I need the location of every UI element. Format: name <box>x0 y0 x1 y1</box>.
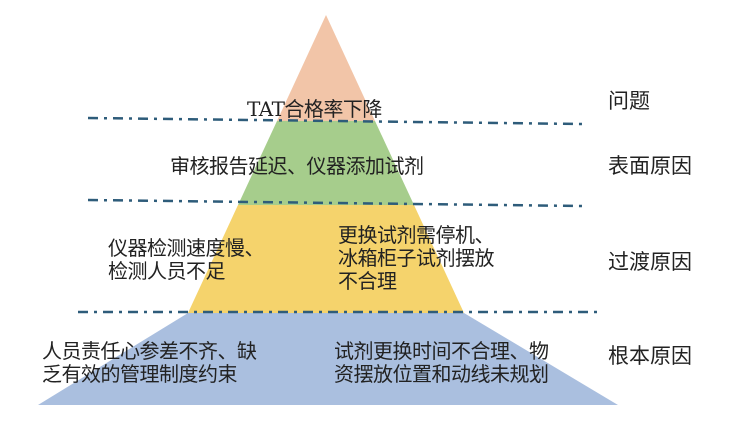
root-cause-text-left: 人员责任心参差不齐、缺 乏有效的管理制度约束 <box>42 339 257 386</box>
level-label-surface-cause: 表面原因 <box>608 154 692 178</box>
divider-line <box>87 116 583 126</box>
layer-transition-cause <box>188 205 464 313</box>
transition-cause-text-left: 仪器检测速度慢、 检测人员不足 <box>108 236 265 283</box>
surface-cause-text: 审核报告延迟、仪器添加试剂 <box>170 154 424 178</box>
problem-text: TAT合格率下降 <box>247 97 382 121</box>
level-label-transition-cause: 过渡原因 <box>608 250 692 274</box>
root-cause-text-right: 试剂更换时间不合理、物 资摆放位置和动线未规划 <box>334 339 549 386</box>
level-label-problem: 问题 <box>608 89 650 113</box>
layer-surface-cause <box>238 121 414 205</box>
transition-cause-text-right: 更换试剂需停机、 冰箱柜子试剂摆放 不合理 <box>338 223 495 293</box>
divider-line <box>87 198 583 208</box>
level-label-root-cause: 根本原因 <box>608 344 692 368</box>
layer-problem <box>277 15 375 121</box>
layer-root-cause <box>38 313 618 405</box>
